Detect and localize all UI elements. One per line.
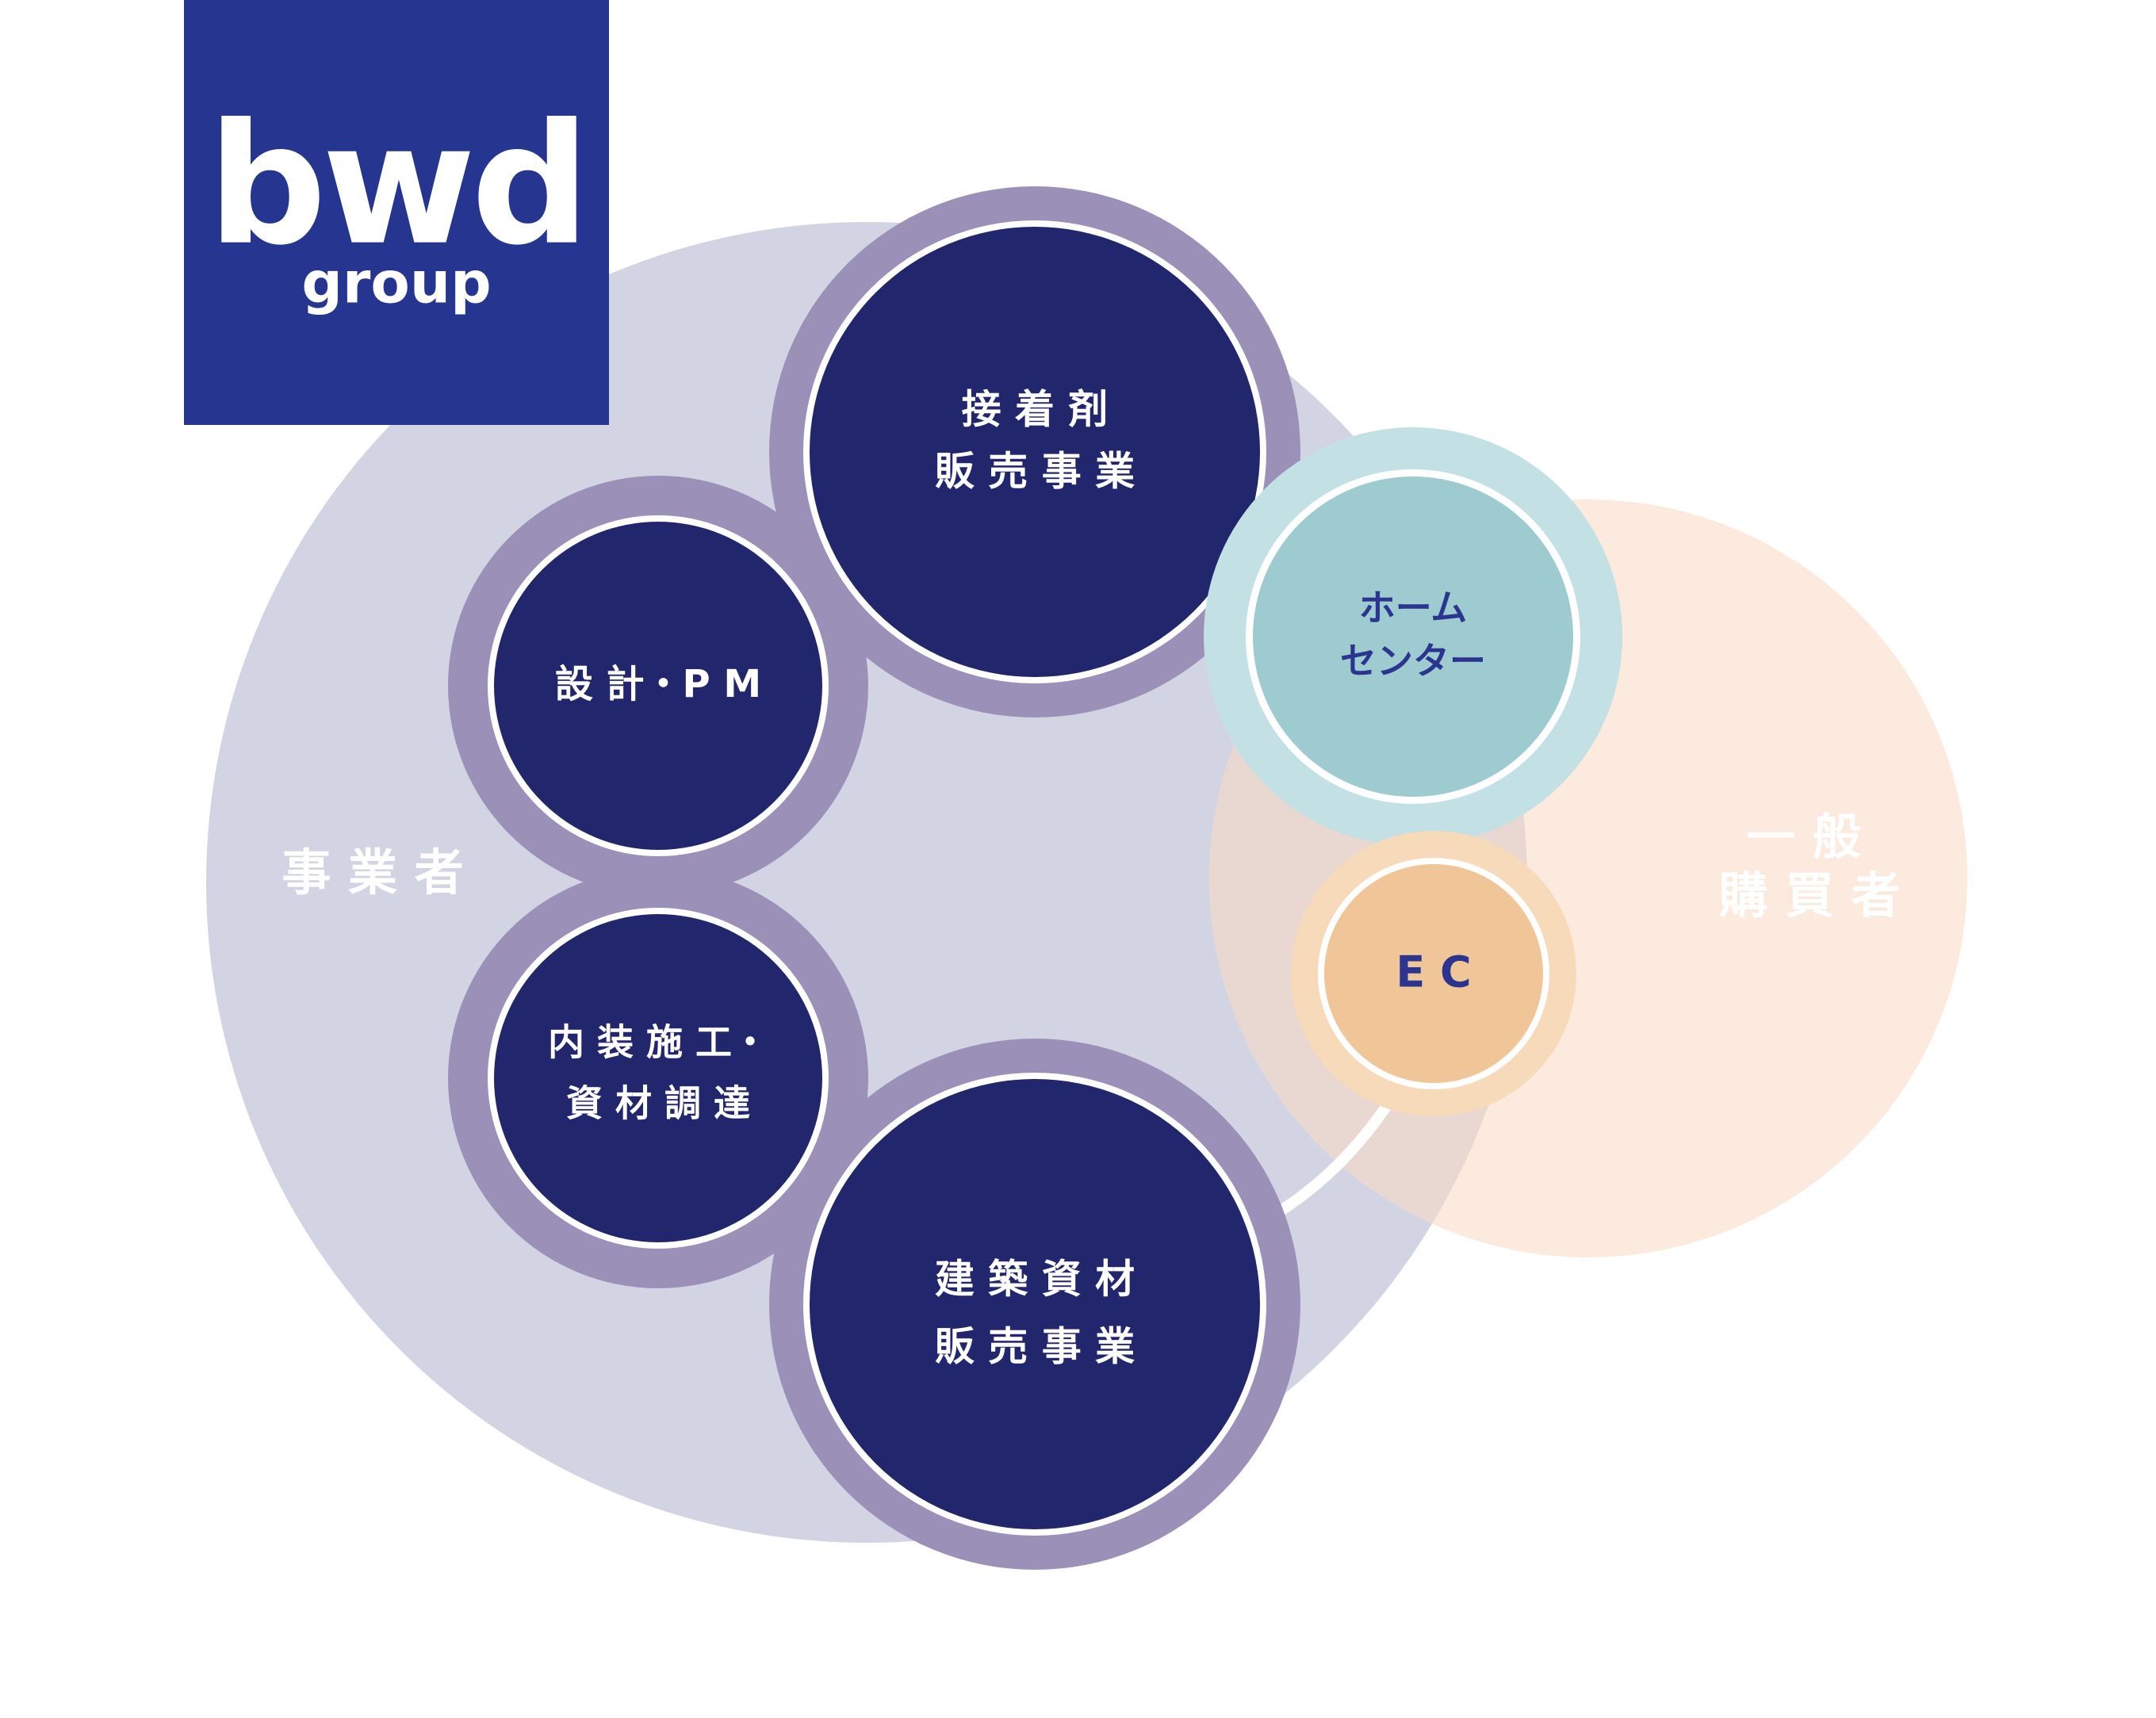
logo-background: [184, 0, 609, 425]
logo-brand-text: bwd: [208, 88, 586, 282]
node-interior-line1: 内 装 施 工・: [548, 1021, 768, 1064]
node-ec[interactable]: E C: [1291, 831, 1576, 1116]
node-adhesive-line1: 接 着 剤: [962, 387, 1109, 433]
node-fill: [1253, 476, 1573, 797]
consumer-group-label-line1: 一 般: [1746, 808, 1862, 866]
node-ec-label: E C: [1396, 947, 1471, 997]
node-fill: [810, 1079, 1260, 1529]
node-fill: [1324, 864, 1543, 1083]
node-adhesive-line2: 販 売 事 業: [935, 449, 1135, 495]
node-fill: [494, 914, 822, 1242]
node-building-line2: 販 売 事 業: [935, 1324, 1135, 1370]
node-interior-line2: 資 材 調 達: [566, 1082, 750, 1125]
node-home-center[interactable]: ホーム センター: [1204, 427, 1622, 846]
node-fill: [810, 227, 1260, 677]
node-fill: [494, 522, 822, 850]
node-building-line1: 建 築 資 材: [935, 1257, 1135, 1303]
node-design-line1: 設 計・P M: [555, 662, 761, 706]
node-homecenter-line2: センター: [1340, 640, 1486, 683]
logo-sub-text: group: [301, 250, 491, 316]
business-group-label: 事 業 者: [281, 844, 463, 901]
node-interior-construction[interactable]: 内 装 施 工・ 資 材 調 達: [448, 868, 868, 1288]
bwd-group-logo[interactable]: bwd group: [184, 0, 609, 425]
node-adhesive-sales[interactable]: 接 着 剤 販 売 事 業: [769, 186, 1300, 717]
node-building-materials-sales[interactable]: 建 築 資 材 販 売 事 業: [769, 1039, 1300, 1570]
node-design-pm[interactable]: 設 計・P M: [448, 476, 868, 896]
node-homecenter-line1: ホーム: [1359, 587, 1468, 629]
consumer-group-label-line2: 購 買 者: [1718, 867, 1900, 924]
